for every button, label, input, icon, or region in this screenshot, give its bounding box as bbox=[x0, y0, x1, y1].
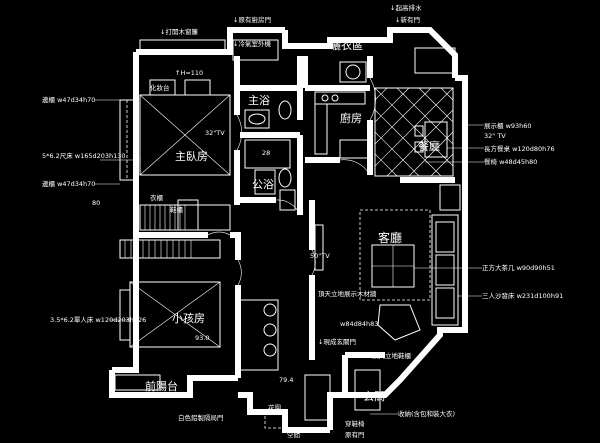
note-dining-chair: 餐椅 w48d45h80 bbox=[484, 157, 537, 166]
dining-table bbox=[424, 121, 448, 158]
note-entrance-cabinet: 頂天立地鞋櫃 bbox=[372, 351, 412, 360]
note-balcony-label: 花園 bbox=[268, 403, 281, 412]
label-public-bath: 公浴 bbox=[252, 178, 274, 191]
closet-hangers bbox=[144, 205, 186, 230]
note-bed-dim: 93.0 bbox=[195, 334, 209, 342]
interior-walls bbox=[136, 56, 455, 395]
note-sofa: 三人沙發床 w231d100h91 bbox=[482, 291, 563, 300]
note-bedroom-height: ↑H=110 bbox=[175, 69, 203, 77]
note-dressing-table: 化妝台 bbox=[150, 83, 170, 92]
note-dining-tv: 32" TV bbox=[484, 132, 506, 140]
note-wall-cabinet-2: 邊櫃 w47d34h70 bbox=[42, 179, 95, 188]
label-laundry: 曬衣區 bbox=[330, 38, 363, 52]
note-top-air-conditioner: ↓冷氣室外機 bbox=[233, 39, 271, 48]
note-double-bed: 5*6.2尺床 w165d203h130 bbox=[42, 151, 126, 160]
note-dining-table: 長方餐桌 w120d80h76 bbox=[484, 144, 555, 153]
detail-lines bbox=[114, 39, 461, 429]
note-shoe-cabinet: 鞋櫃 bbox=[170, 205, 184, 214]
dining-tile-pattern bbox=[374, 87, 454, 177]
note-balcony-door: 白色鋁製隔局門 bbox=[178, 413, 224, 422]
label-master-bedroom: 主臥房 bbox=[175, 150, 208, 163]
note-laundry-door: ↓新有門 bbox=[395, 15, 420, 24]
note-coffee-table: 正方大茶几 w90d90h51 bbox=[482, 263, 555, 272]
note-top-kitchen-door: ↓原有廚房門 bbox=[233, 15, 271, 24]
note-top-cabinet-door: ↓打開木窗簾 bbox=[160, 27, 198, 36]
note-armchair: w84d84h83 bbox=[340, 320, 378, 328]
note-living-partition: 頂天立地展示木材牆 bbox=[318, 289, 377, 298]
label-dining: 餐廳 bbox=[418, 139, 440, 153]
label-front-balcony: 前陽台 bbox=[145, 379, 178, 393]
label-kitchen: 廚房 bbox=[340, 111, 362, 125]
label-entrance: 玄關 bbox=[363, 389, 385, 403]
label-living: 客廳 bbox=[378, 230, 402, 245]
note-dim-79: 79.4 bbox=[279, 376, 293, 384]
note-drainage: ↓起高排水 bbox=[390, 3, 422, 12]
note-bottom-gap: 空間 bbox=[287, 430, 300, 439]
note-wall-cabinet-1: 邊櫃 w47d34h70 bbox=[42, 95, 95, 104]
note-bottom-door: 原有門 bbox=[345, 430, 365, 439]
toilet bbox=[278, 168, 292, 188]
annotation-notes: ↓原有廚房門 ↓冷氣室外機 ↓打開木窗簾 ↓起高排水 ↓新有門 32"TV ↑H… bbox=[42, 3, 563, 439]
note-bottom-mirror: 穿鞋椅 bbox=[345, 419, 365, 428]
label-small-bedroom: 小孩房 bbox=[172, 312, 205, 325]
note-entrance-door: ↓現成玄關門 bbox=[318, 337, 356, 346]
closet-hangers-2 bbox=[124, 240, 192, 258]
note-dim-door: 80 bbox=[92, 199, 100, 207]
kitchen-counter bbox=[314, 91, 366, 105]
note-wardrobe: 衣櫃 bbox=[150, 193, 164, 202]
living-tv bbox=[314, 224, 324, 271]
note-single-bed: 3.5*6.2單人床 w120d203h126 bbox=[50, 315, 146, 324]
bathtub bbox=[244, 139, 291, 169]
note-living-tv: 50"TV bbox=[310, 252, 330, 260]
armchair bbox=[377, 304, 421, 341]
label-master-bath: 主浴 bbox=[248, 94, 270, 107]
sofa bbox=[431, 214, 459, 326]
note-bottom-shelf: 收納(含包和裝大衣) bbox=[398, 409, 455, 418]
note-bath-dim: 28 bbox=[262, 149, 270, 157]
note-dining-side-cabinet: 展示櫃 w93h60 bbox=[484, 121, 532, 130]
room-labels: 主臥房 主浴 公浴 廚房 曬衣區 餐廳 客廳 小孩房 玄關 前陽台 bbox=[145, 38, 440, 403]
note-bedroom-tv: 32"TV bbox=[205, 129, 225, 137]
